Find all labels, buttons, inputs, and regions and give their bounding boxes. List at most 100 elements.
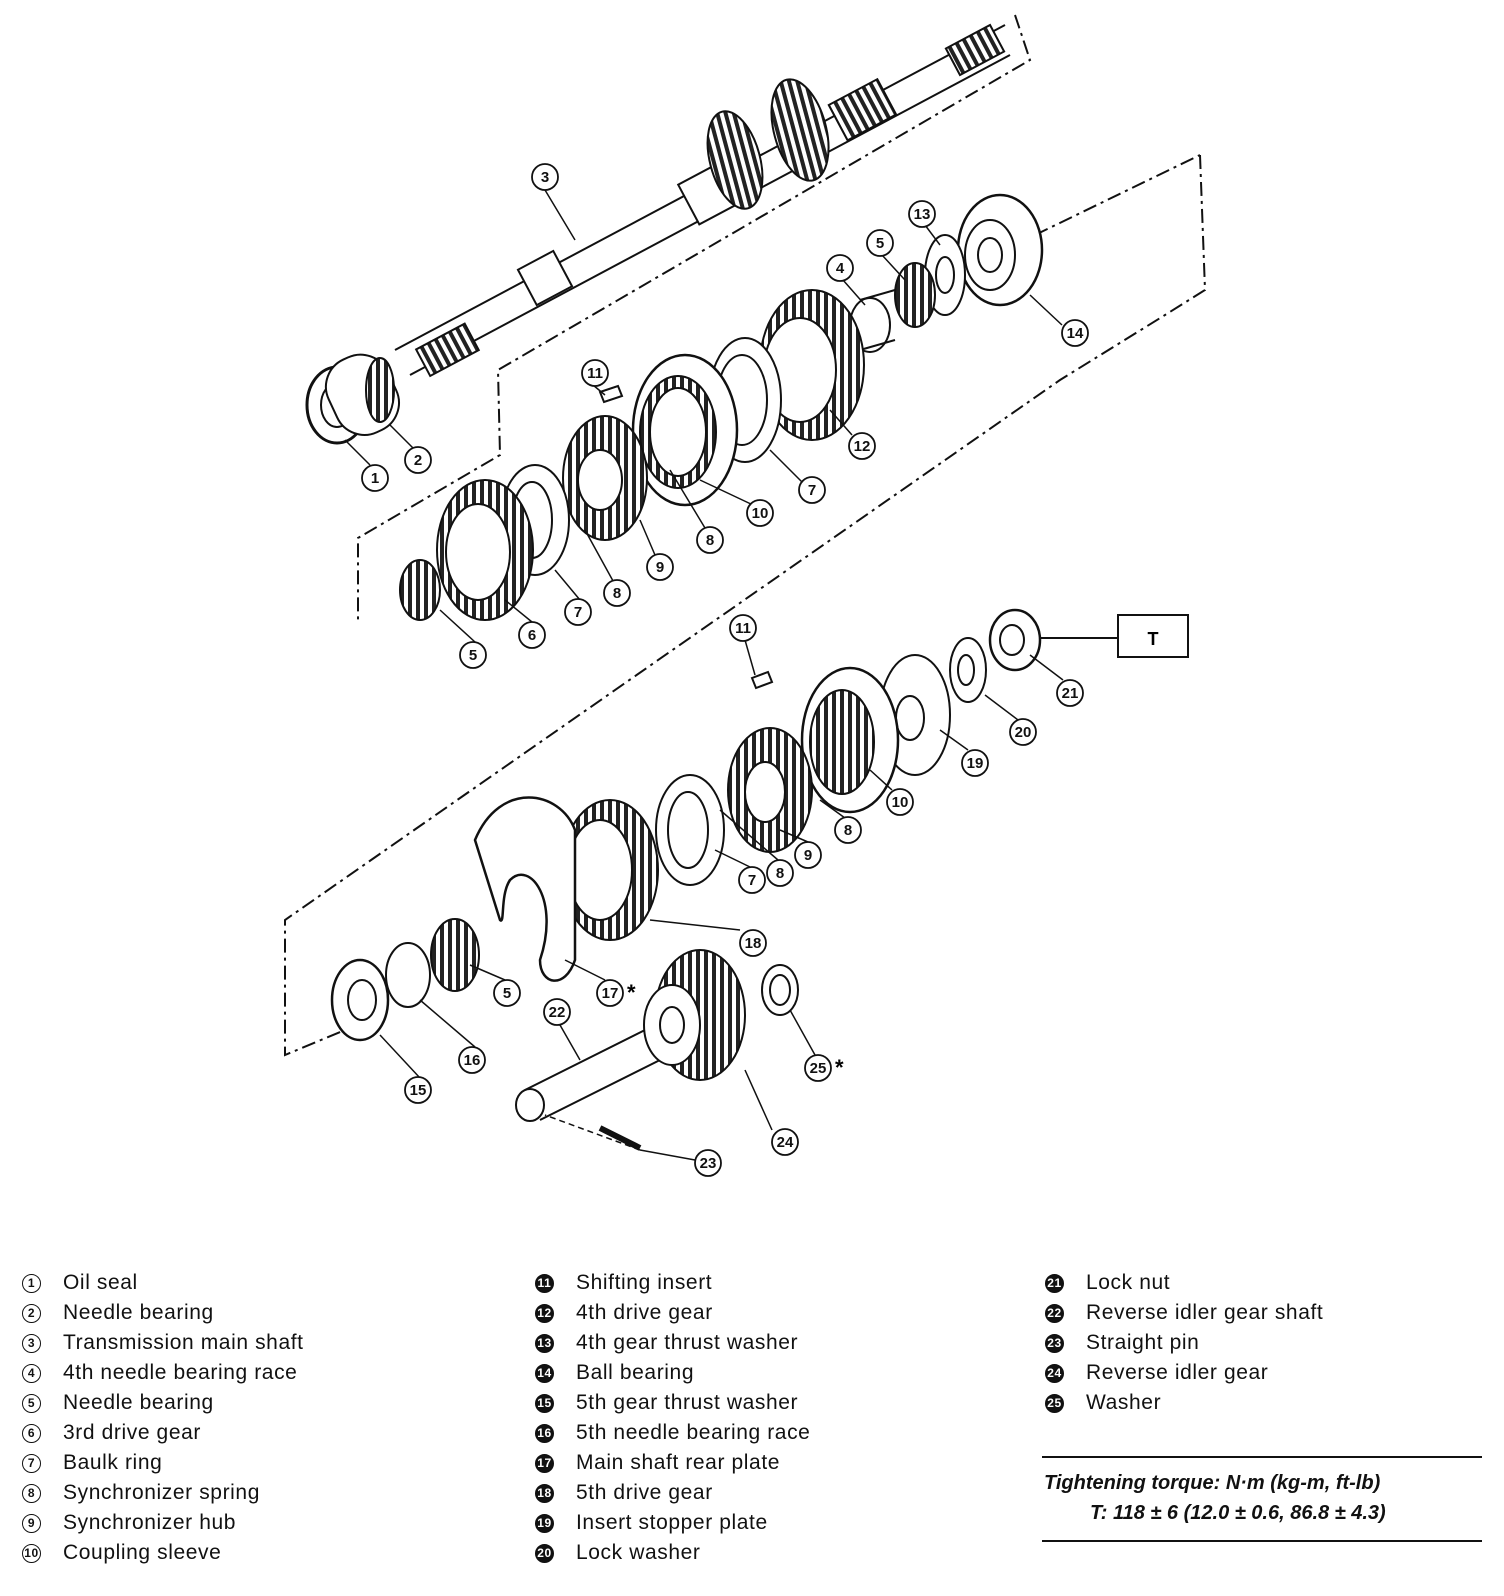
svg-text:20: 20 — [1015, 724, 1032, 741]
legend-number-badge: 16 — [535, 1423, 554, 1443]
callout-10b: 10 — [886, 788, 914, 816]
callout-8c: 8 — [834, 816, 862, 844]
needle-race-part-16 — [385, 942, 431, 1008]
svg-text:3: 3 — [541, 169, 549, 186]
legend-label: Oil seal — [63, 1271, 138, 1294]
legend-label: Insert stopper plate — [576, 1511, 768, 1534]
callout-5c: 5 — [493, 979, 521, 1007]
callout-8a: 8 — [696, 526, 724, 554]
legend-label: 3rd drive gear — [63, 1421, 201, 1444]
callout-5b: 5 — [459, 641, 487, 669]
asterisk-25: * — [835, 1055, 844, 1080]
svg-text:11: 11 — [587, 365, 603, 382]
svg-text:9: 9 — [804, 847, 812, 864]
svg-text:6: 6 — [528, 627, 536, 644]
legend-label: 4th needle bearing race — [63, 1361, 298, 1384]
svg-text:21: 21 — [1062, 685, 1079, 702]
callout-24: 24 — [771, 1128, 799, 1156]
svg-text:8: 8 — [844, 822, 852, 839]
svg-text:15: 15 — [410, 1082, 427, 1099]
legend-label: Coupling sleeve — [63, 1541, 222, 1564]
legend-number-badge: 15 — [535, 1393, 554, 1413]
legend-number-badge: 18 — [535, 1483, 554, 1503]
legend-label: 5th needle bearing race — [576, 1421, 811, 1444]
svg-text:10: 10 — [892, 794, 909, 811]
callout-20: 20 — [1009, 718, 1037, 746]
asterisk-17: * — [627, 980, 636, 1005]
legend-label: Needle bearing — [63, 1391, 214, 1414]
svg-text:10: 10 — [752, 505, 769, 522]
legend-number-badge: 12 — [535, 1303, 554, 1323]
callout-12: 12 — [848, 432, 876, 460]
torque-marker-box — [1117, 614, 1189, 658]
callout-9a: 9 — [646, 553, 674, 581]
shifting-insert-part-11b — [750, 670, 774, 690]
callout-9b: 9 — [794, 841, 822, 869]
callout-1: 1 — [361, 464, 389, 492]
legend-number-badge: 25 — [1045, 1393, 1064, 1413]
fifth-drive-gear-part — [561, 799, 659, 941]
callout-5a: 5 — [866, 229, 894, 257]
legend-number-badge: 4 — [22, 1363, 41, 1383]
legend-item: 18 5th drive gear — [535, 1478, 810, 1508]
callout-11b: 11 — [729, 614, 757, 642]
synchronizer-hub-part-9b — [727, 727, 813, 853]
svg-text:13: 13 — [914, 206, 931, 223]
legend-number-badge: 17 — [535, 1453, 554, 1473]
svg-text:23: 23 — [700, 1155, 717, 1172]
third-drive-gear-part — [436, 479, 534, 621]
svg-text:5: 5 — [876, 235, 884, 252]
legend-label: Baulk ring — [63, 1451, 163, 1474]
coupling-sleeve-part-10b — [800, 666, 900, 814]
svg-text:2: 2 — [414, 452, 422, 469]
baulk-ring-part-7c — [655, 774, 725, 886]
legend-label: Washer — [1086, 1391, 1162, 1414]
torque-value: T: 118 ± 6 (12.0 ± 0.6, 86.8 ± 4.3) — [1090, 1502, 1386, 1524]
synchronizer-hub-part-9a — [562, 415, 648, 541]
svg-text:7: 7 — [748, 872, 756, 889]
callout-10a: 10 — [746, 499, 774, 527]
svg-text:8: 8 — [613, 585, 621, 602]
callout-4: 4 — [826, 254, 854, 282]
legend-number-badge: 20 — [535, 1543, 554, 1563]
legend-label: 5th drive gear — [576, 1481, 713, 1504]
legend-label: Reverse idler gear — [1086, 1361, 1269, 1384]
transmission-main-shaft — [394, 23, 1011, 378]
svg-text:19: 19 — [967, 755, 984, 772]
thrust-washer-part-15 — [330, 958, 390, 1042]
callout-13: 13 — [908, 200, 936, 228]
torque-title: Tightening torque: N·m (kg-m, ft-lb) — [1044, 1472, 1381, 1494]
reverse-idler-gear-shaft-part — [515, 1029, 661, 1122]
callout-22: 22 — [543, 998, 571, 1026]
washer-part-25 — [761, 964, 799, 1016]
legend-number-badge: 2 — [22, 1303, 41, 1323]
svg-text:9: 9 — [656, 559, 664, 576]
callout-7a: 7 — [798, 476, 826, 504]
callout-7c: 7 — [738, 866, 766, 894]
legend-label: Synchronizer spring — [63, 1481, 260, 1504]
svg-text:5: 5 — [503, 985, 511, 1002]
svg-text:1: 1 — [371, 470, 379, 487]
legend-label: Main shaft rear plate — [576, 1451, 781, 1474]
callout-3: 3 — [531, 163, 559, 191]
legend-number-badge: 3 — [22, 1333, 41, 1353]
legend-number-badge: 13 — [535, 1333, 554, 1353]
callout-16: 16 — [458, 1046, 486, 1074]
reverse-idler-gear-part — [643, 949, 746, 1081]
